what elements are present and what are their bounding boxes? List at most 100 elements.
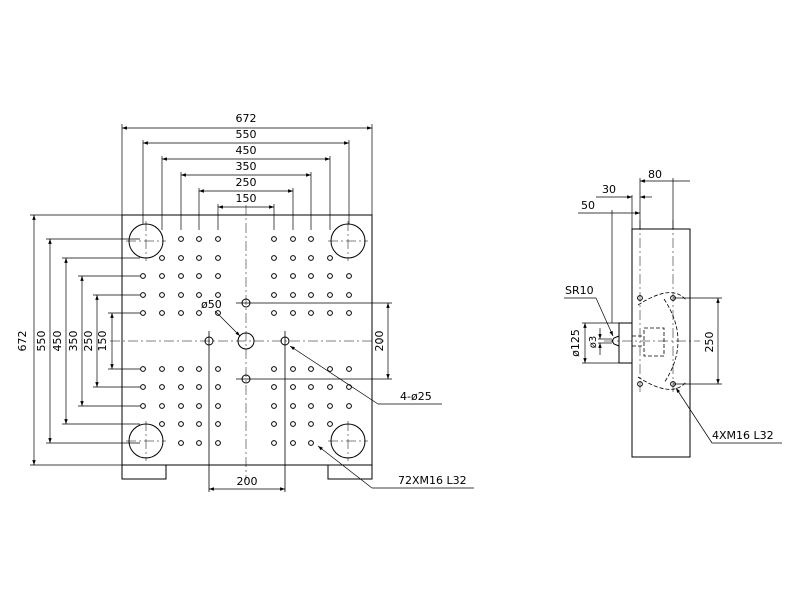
m16-threaded-hole xyxy=(196,440,202,446)
m16-threaded-hole xyxy=(196,310,202,316)
m16-threaded-hole xyxy=(308,403,314,409)
m16-threaded-hole xyxy=(178,384,184,390)
m16-threaded-hole xyxy=(159,292,165,298)
m16-threaded-hole xyxy=(215,255,221,261)
thread-callout: 72XM16 L32 xyxy=(398,474,467,487)
dim-450-left: 450 xyxy=(51,331,64,352)
m16-threaded-hole xyxy=(346,292,352,298)
dim-150-top: 150 xyxy=(236,192,257,205)
m16-threaded-hole xyxy=(327,384,333,390)
dim-672-left: 672 xyxy=(16,331,29,352)
center-bore xyxy=(237,332,255,350)
m16-threaded-hole xyxy=(178,440,184,446)
m16-threaded-hole xyxy=(140,273,146,279)
side-view: 80 30 50 SR10 ø125 ø3 250 4XM16 L32 xyxy=(564,168,782,458)
right-foot xyxy=(327,464,373,480)
m16-threaded-hole xyxy=(290,236,296,242)
m16-threaded-hole xyxy=(290,440,296,446)
m16-threaded-hole xyxy=(308,421,314,427)
m16-threaded-hole xyxy=(140,366,146,372)
side-thread-callout: 4XM16 L32 xyxy=(712,429,774,442)
dim-150-left: 150 xyxy=(96,331,109,352)
m16-threaded-hole xyxy=(178,236,184,242)
m16-threaded-hole xyxy=(290,421,296,427)
m16-threaded-hole xyxy=(271,403,277,409)
m16-threaded-hole xyxy=(346,366,352,372)
m16-threaded-hole xyxy=(215,421,221,427)
dim-672-top: 672 xyxy=(236,112,257,125)
m16-threaded-hole xyxy=(271,366,277,372)
tie-bar-holes xyxy=(126,221,368,461)
side-dim-250: 250 xyxy=(703,332,716,353)
platen-outline xyxy=(121,214,373,466)
dim-350-left: 350 xyxy=(67,331,80,352)
bore-diameter-label: ø125 xyxy=(569,329,582,357)
side-dim-50: 50 xyxy=(581,199,595,212)
m16-threaded-hole xyxy=(346,310,352,316)
dim-550-top: 550 xyxy=(236,128,257,141)
m16-threaded-hole xyxy=(290,255,296,261)
m16-threaded-hole xyxy=(215,440,221,446)
m16-threaded-hole xyxy=(159,310,165,316)
m16-threaded-hole xyxy=(159,273,165,279)
m16-threaded-hole xyxy=(178,366,184,372)
m16-threaded-hole xyxy=(159,421,165,427)
m16-threaded-hole xyxy=(327,421,333,427)
dim-200-right: 200 xyxy=(373,331,386,352)
hidden-bore xyxy=(643,327,665,357)
m16-threaded-hole xyxy=(346,403,352,409)
m16-threaded-hole xyxy=(290,310,296,316)
m16-threaded-hole xyxy=(308,384,314,390)
m16-threaded-hole xyxy=(327,255,333,261)
m16-threaded-hole xyxy=(346,273,352,279)
m16-threaded-hole xyxy=(308,236,314,242)
m16-threaded-hole xyxy=(215,236,221,242)
m16-threaded-hole xyxy=(159,255,165,261)
m16-threaded-hole xyxy=(196,292,202,298)
side-plate xyxy=(631,228,691,458)
m16-threaded-hole xyxy=(271,421,277,427)
m16-threaded-hole xyxy=(159,384,165,390)
m16-threaded-hole xyxy=(178,421,184,427)
m16-threaded-hole xyxy=(215,366,221,372)
m16-threaded-hole xyxy=(196,236,202,242)
m16-threaded-hole xyxy=(327,366,333,372)
m16-threaded-hole xyxy=(196,273,202,279)
m16-threaded-hole xyxy=(215,310,221,316)
m16-threaded-hole xyxy=(159,403,165,409)
m16-threaded-hole xyxy=(215,292,221,298)
ejector-hole-callout: 4-ø25 xyxy=(400,390,432,403)
hidden-arc xyxy=(637,292,687,390)
sphere-radius-label: SR10 xyxy=(565,284,594,297)
m16-threaded-hole xyxy=(196,255,202,261)
m16-threaded-hole xyxy=(308,440,314,446)
left-dimensions: 672 550 450 350 250 150 xyxy=(16,214,140,466)
m16-threaded-hole xyxy=(308,310,314,316)
m16-threaded-hole xyxy=(215,403,221,409)
m16-threaded-hole xyxy=(327,292,333,298)
m16-threaded-hole xyxy=(178,403,184,409)
m16-threaded-hole xyxy=(196,421,202,427)
m16-threaded-hole xyxy=(215,273,221,279)
m16-threaded-hole xyxy=(290,292,296,298)
m16-threaded-hole xyxy=(290,366,296,372)
m16-threaded-hole xyxy=(196,384,202,390)
nozzle-diameter-label: ø3 xyxy=(588,336,599,348)
m16-threaded-hole xyxy=(178,273,184,279)
m16-threaded-hole xyxy=(140,310,146,316)
m16-threaded-hole xyxy=(140,292,146,298)
m16-threaded-hole xyxy=(178,292,184,298)
dim-250-left: 250 xyxy=(82,331,95,352)
m16-threaded-hole xyxy=(271,236,277,242)
m16-threaded-hole xyxy=(215,384,221,390)
m16-threaded-hole xyxy=(308,292,314,298)
front-view: 672 550 450 350 250 150 xyxy=(16,112,474,492)
m16-threaded-hole xyxy=(290,273,296,279)
left-foot xyxy=(121,464,167,480)
side-dim-80: 80 xyxy=(648,168,662,181)
m16-threaded-hole xyxy=(308,255,314,261)
m16-threaded-hole xyxy=(196,366,202,372)
m16-threaded-hole xyxy=(271,440,277,446)
m16-threaded-hole xyxy=(308,366,314,372)
